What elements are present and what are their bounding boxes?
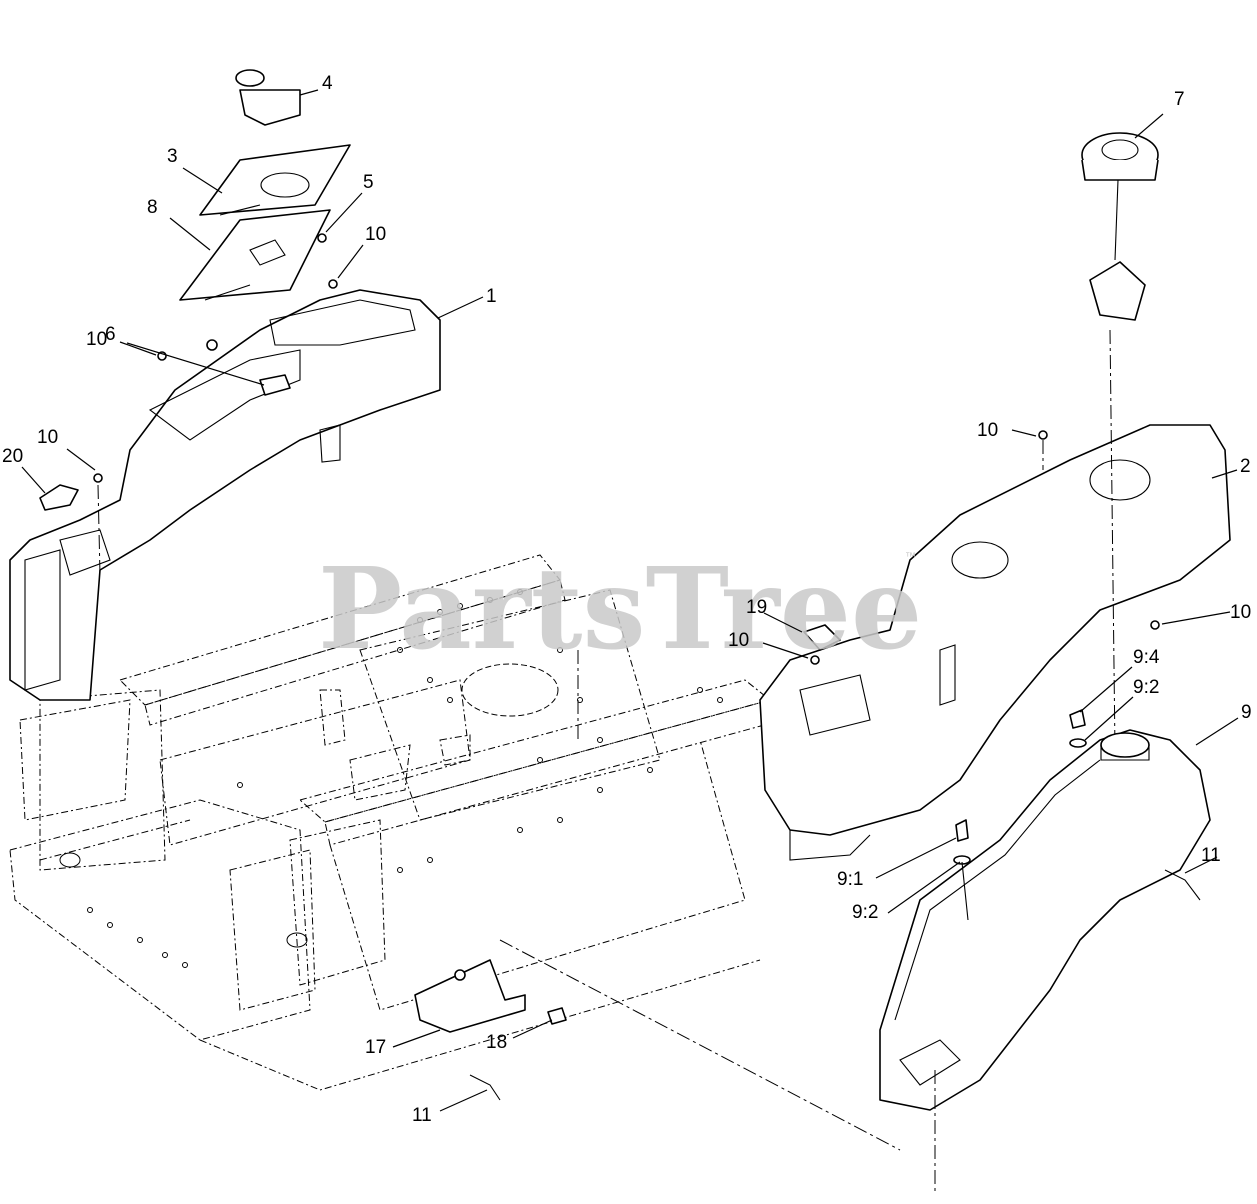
callout-2: 2 [1240, 456, 1251, 477]
bracket-part-17 [414, 959, 526, 1033]
callout-11-a: 11 [1201, 845, 1221, 866]
callout-18: 18 [486, 1032, 507, 1053]
callout-5: 5 [363, 172, 374, 193]
clip-part-11-right [1164, 869, 1201, 901]
fuel-cap-part-7 [1081, 132, 1159, 321]
callout-1: 1 [486, 286, 497, 307]
bolt-part-18 [547, 1007, 567, 1025]
callout-10-d: 10 [977, 420, 998, 441]
callout-3: 3 [167, 146, 178, 167]
chassis-frame-phantom [9, 554, 776, 1091]
callout-9-4: 9:4 [1133, 647, 1160, 668]
callout-9-2-b: 9:2 [852, 902, 878, 923]
callout-11-b: 11 [412, 1105, 432, 1126]
control-panel-plate-part-8 [179, 209, 331, 301]
watermark-text: PartsTree [318, 544, 922, 675]
fuel-tank-part-9 [879, 729, 1211, 1111]
callout-10-b: 10 [86, 329, 107, 350]
fuel-fittings [953, 709, 1087, 921]
left-fender-part-1 [9, 289, 441, 701]
callout-10-e: 10 [1230, 602, 1251, 623]
leader-lines [21, 89, 1239, 1112]
callout-8: 8 [147, 197, 158, 218]
callout-4: 4 [322, 73, 333, 94]
callout-10-a: 10 [365, 224, 386, 245]
callout-20: 20 [2, 446, 23, 467]
callout-19: 19 [746, 597, 767, 618]
callout-6: 6 [105, 324, 116, 345]
clip-part-11-left [469, 1074, 501, 1101]
callout-10-c: 10 [37, 427, 58, 448]
plug-part-19 [803, 624, 841, 665]
plug-part-20 [39, 484, 79, 511]
right-fender-part-2 [759, 424, 1231, 861]
callout-17: 17 [365, 1037, 386, 1058]
knob-part-4 [235, 69, 301, 126]
chassis-holes [87, 589, 723, 968]
callout-9-1: 9:1 [837, 869, 863, 890]
callout-9-2-a: 9:2 [1133, 677, 1159, 698]
callout-10-f: 10 [728, 630, 749, 651]
callout-7: 7 [1174, 89, 1185, 110]
callout-labels: 4 3 5 8 10 1 6 10 10 20 7 10 2 10 19 10 … [2, 73, 1252, 1126]
callout-9: 9 [1241, 702, 1252, 723]
fasteners-left [93, 233, 338, 483]
watermark-trademark: ™ [905, 551, 916, 563]
decal-part-3 [199, 144, 351, 216]
